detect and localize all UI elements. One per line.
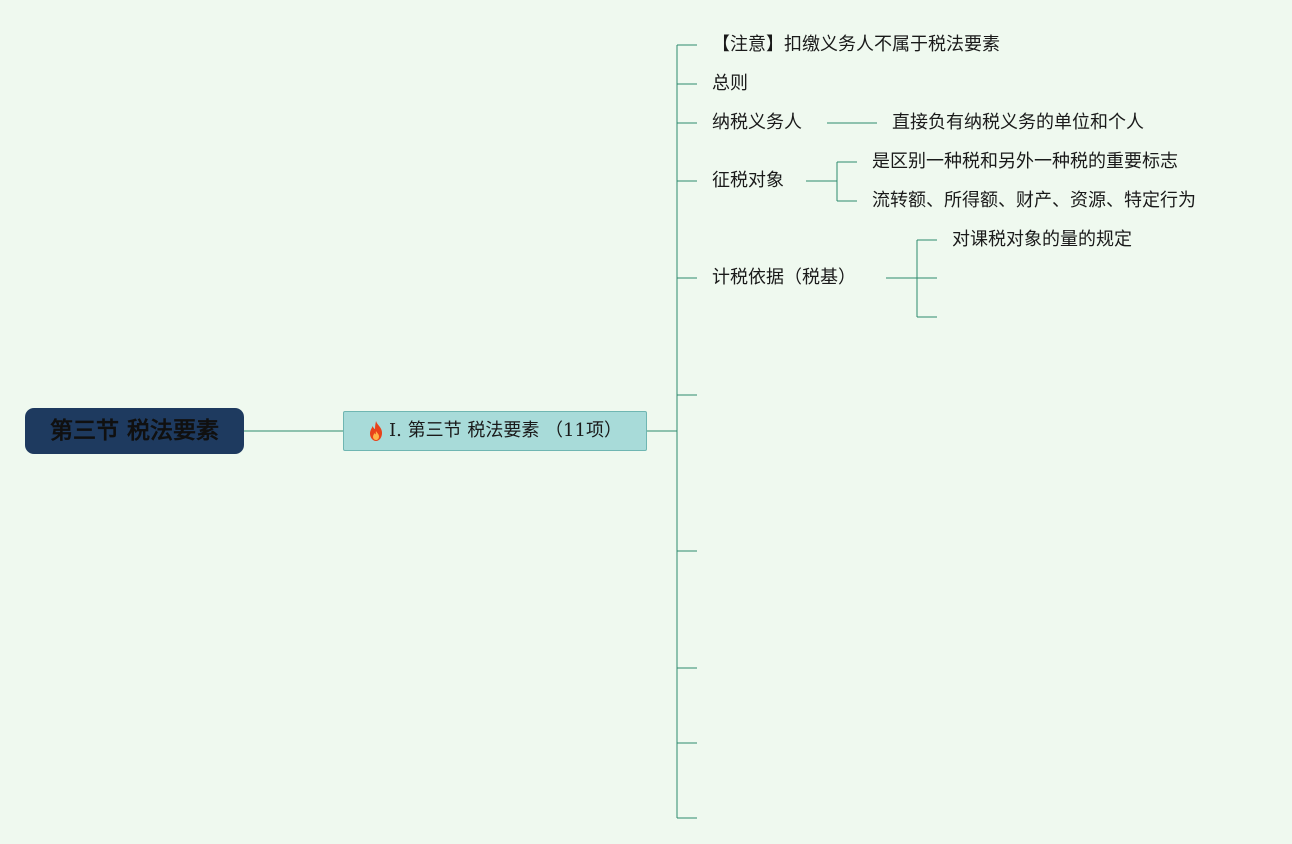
tax-object-child-2[interactable]: 流转额、所得额、财产、资源、特定行为 [872, 189, 1196, 213]
branch-taxpayer-label: 纳税义务人 [712, 112, 802, 133]
branch-tax-basis-label: 计税依据（税基） [712, 267, 856, 288]
branch-tax-object-label: 征税对象 [712, 170, 784, 191]
tax-basis-child-1-label: 对课税对象的量的规定 [952, 229, 1132, 250]
branch-note[interactable]: 【注意】扣缴义务人不属于税法要素 [712, 33, 1000, 57]
main-topic-node[interactable]: I. 第三节 税法要素 （11项） [343, 411, 647, 451]
branch-tax-object[interactable]: 征税对象 [712, 169, 784, 193]
tax-object-child-1-label: 是区别一种税和另外一种税的重要标志 [872, 151, 1178, 172]
root-label: 第三节 税法要素 [49, 418, 219, 444]
fire-icon [370, 421, 383, 441]
branch-general-label: 总则 [712, 73, 748, 94]
root-node[interactable]: 第三节 税法要素 [25, 408, 244, 454]
taxpayer-child-1[interactable]: 直接负有纳税义务的单位和个人 [892, 111, 1144, 135]
taxpayer-child-1-label: 直接负有纳税义务的单位和个人 [892, 112, 1144, 133]
branch-taxpayer[interactable]: 纳税义务人 [712, 111, 802, 135]
branch-general[interactable]: 总则 [712, 72, 748, 96]
tax-object-child-1[interactable]: 是区别一种税和另外一种税的重要标志 [872, 150, 1178, 174]
tax-basis-child-1[interactable]: 对课税对象的量的规定 [952, 228, 1132, 252]
branch-note-label: 【注意】扣缴义务人不属于税法要素 [712, 34, 1000, 55]
main-topic-label: I. 第三节 税法要素 （11项） [389, 420, 622, 441]
tax-object-child-2-label: 流转额、所得额、财产、资源、特定行为 [872, 190, 1196, 211]
branch-tax-basis[interactable]: 计税依据（税基） [712, 266, 856, 290]
